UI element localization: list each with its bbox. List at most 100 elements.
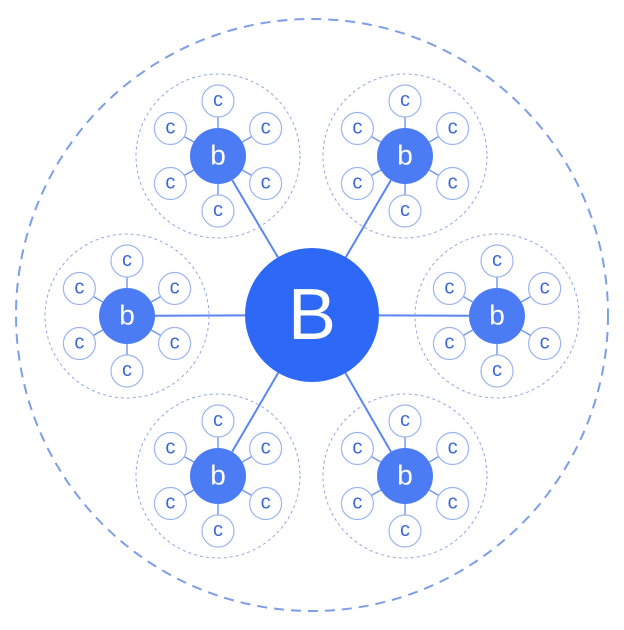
leaf-label: c xyxy=(74,332,84,354)
leaf-node xyxy=(110,244,144,278)
leaf-label: c xyxy=(213,409,223,431)
leaf-spoke xyxy=(241,135,253,143)
leaf-label: c xyxy=(165,117,175,139)
leaf-label: c xyxy=(492,359,502,381)
leaf-node xyxy=(480,244,514,278)
cluster-ring xyxy=(414,233,580,399)
leaf-label: c xyxy=(448,437,458,459)
leaf-label: c xyxy=(400,89,410,111)
leaf-label: c xyxy=(352,117,362,139)
leaf-spoke xyxy=(428,455,440,463)
cluster-ring xyxy=(322,73,488,239)
cluster-node xyxy=(190,448,246,504)
leaf-label: c xyxy=(74,277,84,299)
leaf-spoke xyxy=(150,295,162,303)
leaf-spoke xyxy=(370,455,382,463)
leaf-label: c xyxy=(492,249,502,271)
leaf-label: c xyxy=(352,437,362,459)
leaf-label: c xyxy=(448,492,458,514)
leaf-label: c xyxy=(448,117,458,139)
leaf-label: c xyxy=(213,89,223,111)
leaf-spoke xyxy=(241,489,253,497)
cluster-ring xyxy=(322,393,488,559)
leaf-node xyxy=(153,486,187,521)
leaf-label: c xyxy=(122,249,132,271)
leaf-node xyxy=(340,486,374,521)
leaf-spoke xyxy=(370,135,382,143)
leaf-node xyxy=(388,404,422,438)
leaf-node xyxy=(62,326,97,361)
leaf-spoke xyxy=(183,169,195,177)
leaf-node xyxy=(480,354,514,388)
leaf-node xyxy=(110,354,144,388)
leaf-node xyxy=(62,271,97,306)
hub-spoke-2 xyxy=(344,179,392,258)
cluster-node xyxy=(99,288,155,344)
leaf-node xyxy=(432,271,466,306)
leaf-label: c xyxy=(448,172,458,194)
leaf-node xyxy=(436,486,470,521)
leaf-spoke xyxy=(183,135,195,143)
leaf-label: c xyxy=(400,519,410,541)
leaf-label: c xyxy=(261,172,271,194)
leaf-spoke xyxy=(462,295,474,303)
cluster-label: b xyxy=(489,300,505,331)
hub-spoke-5 xyxy=(231,372,280,453)
leaf-spoke xyxy=(520,329,532,337)
leaf-label: c xyxy=(400,409,410,431)
hub-node: B xyxy=(245,248,379,382)
cluster-node xyxy=(190,128,246,184)
leaf-label: c xyxy=(165,437,175,459)
leaf-label: c xyxy=(170,332,180,354)
leaf-spoke xyxy=(183,455,195,463)
outer-boundary-ring xyxy=(15,18,609,612)
leaf-node xyxy=(153,111,187,146)
leaf-label: c xyxy=(213,519,223,541)
leaf-node xyxy=(527,271,562,306)
leaf-node xyxy=(201,194,235,228)
leaf-label: c xyxy=(122,359,132,381)
leaf-node xyxy=(432,326,466,361)
leaf-label: c xyxy=(165,172,175,194)
leaf-spoke xyxy=(241,169,253,177)
leaf-label: c xyxy=(261,437,271,459)
hub-circle xyxy=(245,248,379,382)
cluster-node xyxy=(469,288,525,344)
cluster-ring xyxy=(135,73,301,239)
leaf-node xyxy=(153,166,187,201)
leaf-node xyxy=(340,431,374,466)
cluster-label: b xyxy=(210,460,226,491)
leaf-node xyxy=(340,166,374,201)
cluster-label: b xyxy=(119,300,135,331)
leaf-label: c xyxy=(261,492,271,514)
leaf-spoke xyxy=(428,169,440,177)
cluster-ring xyxy=(44,233,210,399)
leaf-node xyxy=(340,111,374,146)
leaf-node xyxy=(201,84,235,118)
leaf-spoke xyxy=(370,169,382,177)
leaf-node xyxy=(388,84,422,118)
leaf-node xyxy=(158,326,192,361)
leaf-spoke xyxy=(150,329,162,337)
leaf-node xyxy=(436,111,470,146)
hub-spokes xyxy=(154,179,470,453)
hub-label: B xyxy=(288,275,336,355)
clusters: ccccccbccccccbccccccbccccccbccccccbccccc… xyxy=(44,73,580,559)
leaf-node xyxy=(201,404,235,438)
leaf-spoke xyxy=(92,295,104,303)
cluster-node xyxy=(377,128,433,184)
leaf-spoke xyxy=(428,135,440,143)
cluster-label: b xyxy=(397,140,413,171)
leaf-node xyxy=(527,326,562,361)
leaf-node xyxy=(153,431,187,466)
leaf-spoke xyxy=(183,489,195,497)
leaf-node xyxy=(436,431,470,466)
leaf-label: c xyxy=(352,492,362,514)
leaf-label: c xyxy=(400,199,410,221)
leaf-node xyxy=(249,111,283,146)
